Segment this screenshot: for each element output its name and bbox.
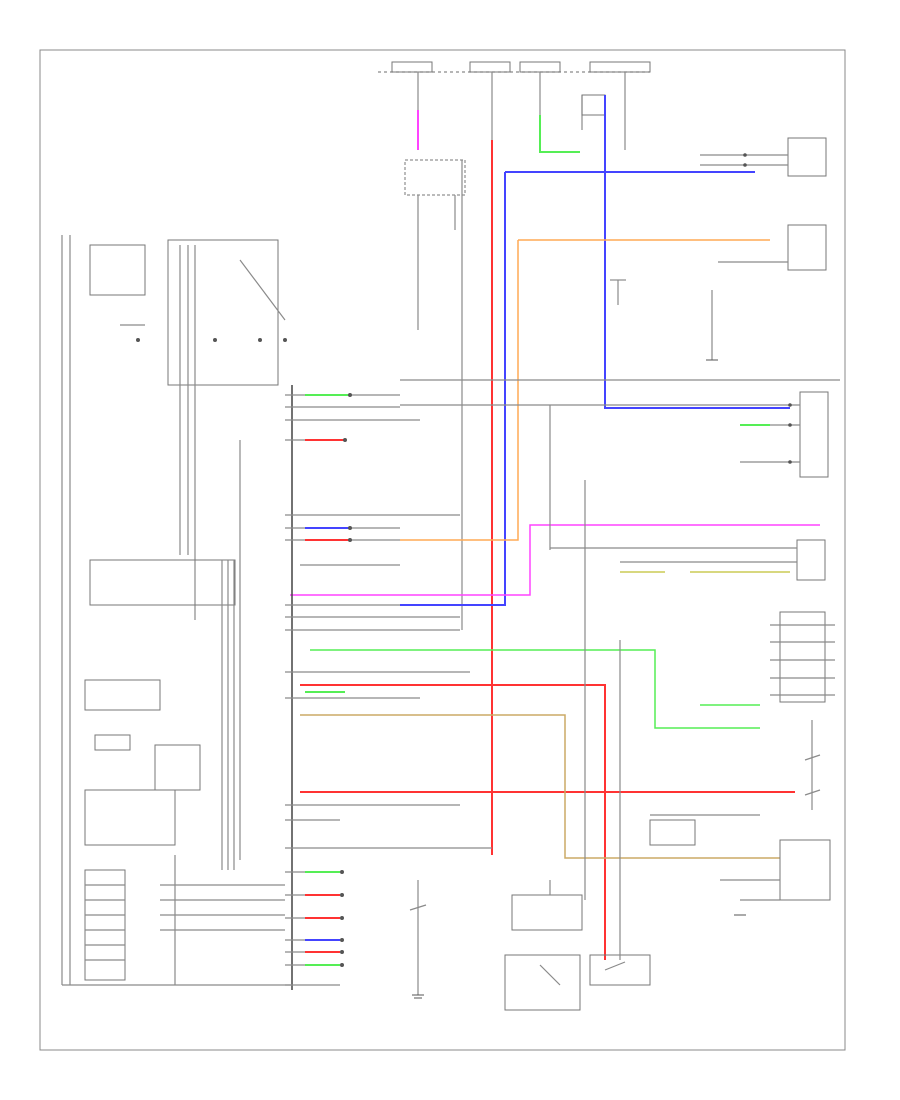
hot-at-all-times-fuse-2 <box>589 61 651 73</box>
fuel-sender-gauge-assembly <box>504 954 581 1011</box>
wire-red-horizontal-1 <box>300 684 606 960</box>
skid-control-ecu <box>400 391 829 478</box>
power-steering-ecu <box>649 720 821 846</box>
ecm-connector-b <box>770 611 835 703</box>
hot-in-start-fuse <box>519 61 561 73</box>
airbag-sensor-assembly <box>720 839 831 916</box>
outside-temperature-sensor <box>718 224 827 271</box>
tire-pressure-warning-ecu <box>550 539 826 581</box>
connector-dots <box>340 393 352 967</box>
wire-green-long <box>310 649 760 729</box>
door-courtesy-switch <box>610 279 718 361</box>
instrument-panel-junction-block <box>404 159 466 630</box>
wire-green-top <box>539 115 580 153</box>
engine-oil-pressure-switch <box>511 880 583 931</box>
hot-in-run-fuse <box>469 61 511 73</box>
misc-guides <box>300 379 840 960</box>
combination-meter-connector <box>285 385 492 990</box>
wire-pink-long <box>290 524 820 596</box>
wire-orange-main <box>400 239 770 541</box>
wire-tan <box>300 714 780 859</box>
combination-meter <box>61 235 292 986</box>
lamp-failure-sensor <box>700 137 827 177</box>
diagram-frame <box>39 49 846 1051</box>
hot-at-all-times-fuse-1 <box>391 61 433 73</box>
seat-belt-buckle-switch <box>409 880 427 999</box>
wire-blue-main <box>400 95 790 606</box>
